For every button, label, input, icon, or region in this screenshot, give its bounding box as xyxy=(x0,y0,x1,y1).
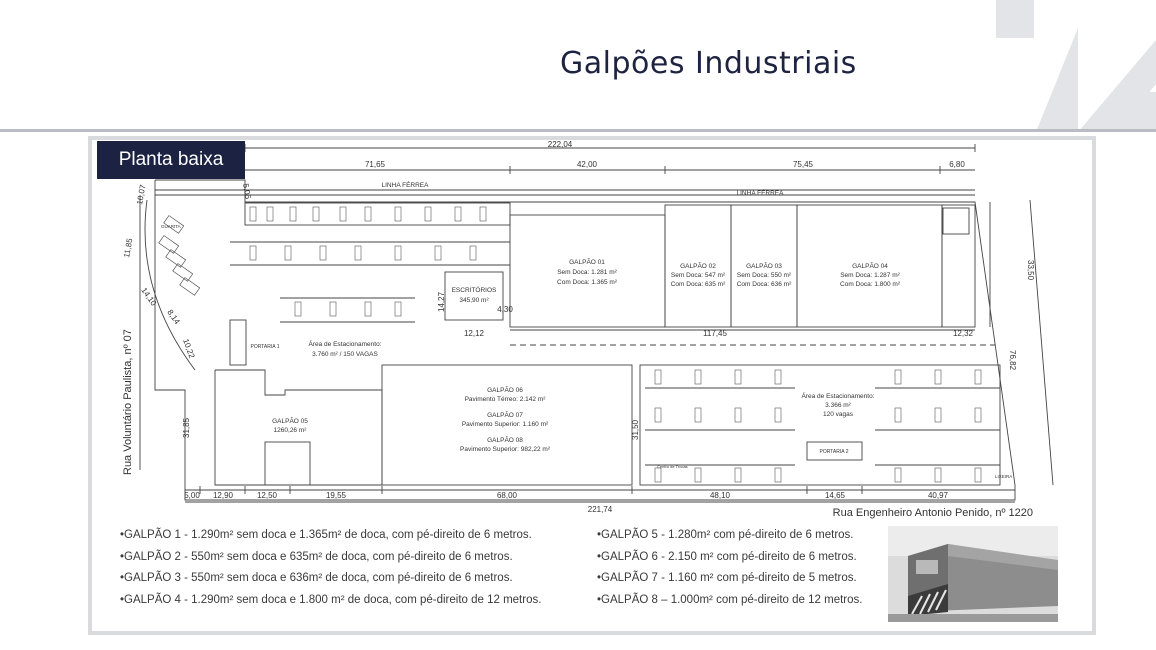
corner-decoration xyxy=(996,0,1156,132)
dim-bottom-4: 19,55 xyxy=(326,491,347,500)
note-galpao-6: •GALPÃO 6 - 2.150 m² com pé-direito de 6… xyxy=(597,550,857,563)
galpao01-name: GALPÃO 01 xyxy=(569,257,605,266)
dim-bottom-7: 14,65 xyxy=(825,491,846,500)
planta-baixa-label: Planta baixa xyxy=(97,141,245,179)
dim-right-w: 12,32 xyxy=(953,329,974,338)
portaria1-label: PORTARIA 1 xyxy=(251,344,280,350)
guarita-label: GUARITA xyxy=(161,224,181,229)
dim-small-a: 5,05 xyxy=(241,183,253,200)
dim-bottom-1: 5,00 xyxy=(184,491,200,500)
portaria2-label: PORTARIA 2 xyxy=(820,449,849,455)
note-galpao-7: •GALPÃO 7 - 1.160 m² com pé-direito de 5… xyxy=(597,572,857,584)
dim-bottom-2: 12,90 xyxy=(213,491,234,500)
dim-top-2: 42,00 xyxy=(577,160,598,169)
note-galpao-3: •GALPÃO 3 - 550m² sem doca e 636m² de do… xyxy=(120,572,513,584)
floor-plan: 222,04 71,65 42,00 75,45 6,80 117,45 12,… xyxy=(122,140,1054,519)
dim-top-1: 71,65 xyxy=(365,160,386,169)
galpao07-area: Pavimento Superior: 1.160 m² xyxy=(462,421,549,428)
notes-right: •GALPÃO 5 - 1.280m² com pé-direito de 6 … xyxy=(597,525,862,611)
galpao04-l1: Sem Doca: 1.287 m² xyxy=(840,272,900,279)
dim-bottom-3: 12,50 xyxy=(257,491,278,500)
dim-center-v: 31,50 xyxy=(631,419,640,440)
dim-left-a: 10,07 xyxy=(135,184,147,206)
centro-trocas-label: Centro de Trocas xyxy=(657,464,688,469)
note-galpao-5: •GALPÃO 5 - 1.280m² com pé-direito de 6 … xyxy=(597,529,854,541)
rail-label-right: LINHA FÉRREA xyxy=(737,188,785,197)
galpao08-area: Pavimento Superior: 982,22 m² xyxy=(460,446,551,453)
parking-right-l3: 120 vagas xyxy=(823,411,854,418)
parking-left-l1: Área de Estacionamento: xyxy=(309,339,382,348)
parking-right-l2: 3.366 m² xyxy=(825,402,851,409)
dim-right-side: 76,82 xyxy=(1008,350,1017,371)
dim-bottom-5: 68,00 xyxy=(497,491,518,500)
street-left-label: Rua Voluntário Paulista, nº 07 xyxy=(122,329,134,475)
dim-left-b: 11,85 xyxy=(122,237,134,258)
dim-right-top: 33,50 xyxy=(1026,260,1035,281)
note-galpao-8: •GALPÃO 8 – 1.000m² com pé-direito de 12… xyxy=(597,593,863,606)
galpao06-name: GALPÃO 06 xyxy=(487,385,523,394)
street-bottom-label: Rua Engenheiro Antonio Penido, nº 1220 xyxy=(833,507,1033,519)
note-galpao-2: •GALPÃO 2 - 550m² sem doca e 635m² de do… xyxy=(120,550,513,563)
galpao02-name: GALPÃO 02 xyxy=(680,261,716,270)
dim-top-4: 6,80 xyxy=(949,160,965,169)
galpao05-name: GALPÃO 05 xyxy=(272,416,308,425)
title-divider xyxy=(0,129,1156,132)
dim-left-d: 8,14 xyxy=(165,308,182,326)
galpao04-name: GALPÃO 04 xyxy=(852,261,888,270)
dim-left-e: 10,22 xyxy=(181,338,196,360)
galpao03-l1: Sem Doca: 550 m² xyxy=(737,272,792,279)
lixeira-label: LIXEIRA xyxy=(995,474,1012,479)
locomotive-photo xyxy=(888,526,1058,622)
galpao02-l2: Com Doca: 635 m² xyxy=(671,281,726,288)
dim-total-bottom: 221,74 xyxy=(588,505,613,514)
dim-esc-w: 12,12 xyxy=(464,329,485,338)
dim-bottom-8: 40,97 xyxy=(928,491,949,500)
galpao05-area: 1260,26 m² xyxy=(274,427,308,434)
rail-label-left: LINHA FÉRREA xyxy=(382,180,430,189)
dim-total-top: 222,04 xyxy=(548,140,573,149)
galpao02-l1: Sem Doca: 547 m² xyxy=(671,272,726,279)
dim-bottom-6: 48,10 xyxy=(710,491,731,500)
dim-mid: 117,45 xyxy=(703,329,727,338)
dim-esc-h: 14,27 xyxy=(437,291,446,312)
note-galpao-4: •GALPÃO 4 - 1.290m² sem doca e 1.800 m² … xyxy=(120,593,542,606)
parking-left-l2: 3.760 m² / 150 VAGAS xyxy=(312,351,378,358)
dim-left-v: 31,85 xyxy=(182,417,191,438)
galpao04-l2: Com Doca: 1.800 m² xyxy=(840,281,901,288)
page-title: Galpões Industriais xyxy=(560,46,857,81)
parking-right-l1: Área de Estacionamento: xyxy=(802,391,875,400)
galpao03-l2: Com Doca: 636 m² xyxy=(737,281,792,288)
escritorios-area: 345,90 m² xyxy=(459,297,489,304)
galpao08-name: GALPÃO 08 xyxy=(487,435,523,444)
notes-left: •GALPÃO 1 - 1.290m² sem doca e 1.365m² d… xyxy=(120,525,541,611)
galpao06-area: Pavimento Térreo: 2.142 m² xyxy=(465,396,547,403)
dim-top-3: 75,45 xyxy=(793,160,814,169)
escritorios-name: ESCRITÓRIOS xyxy=(452,285,497,294)
galpao01-l2: Com Doca: 1.365 m² xyxy=(557,279,618,286)
note-galpao-1: •GALPÃO 1 - 1.290m² sem doca e 1.365m² d… xyxy=(120,529,532,541)
galpao01-l1: Sem Doca: 1.281 m² xyxy=(557,269,617,276)
dim-esc-d: 4,30 xyxy=(497,305,513,314)
galpao03-name: GALPÃO 03 xyxy=(746,261,782,270)
galpao07-name: GALPÃO 07 xyxy=(487,410,523,419)
